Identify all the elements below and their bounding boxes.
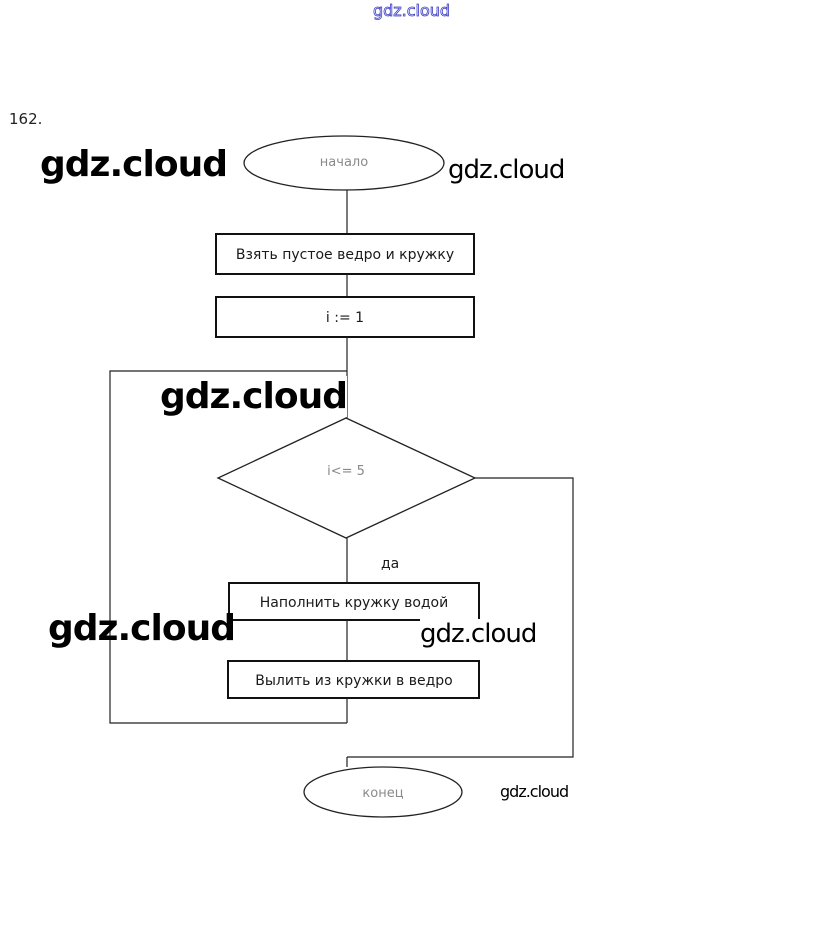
decision-diamond: [216, 417, 477, 539]
process-box: [215, 296, 475, 338]
watermark-top-right: gdz.cloud: [448, 155, 565, 185]
watermark-middle: gdz.cloud: [160, 376, 348, 417]
process-take-bucket: Взять пустое ведро и кружку: [215, 233, 475, 275]
process-pour-into-bucket: Вылить из кружки в ведро: [227, 660, 480, 699]
watermark-lower-left: gdz.cloud: [48, 608, 236, 649]
decision-label: i<= 5: [327, 464, 365, 479]
start-terminator: начало: [243, 135, 445, 191]
watermark-top-left: gdz.cloud: [40, 144, 228, 185]
watermark-lower-right: gdz.cloud: [420, 619, 537, 649]
watermark-bottom-right: gdz.cloud: [500, 782, 569, 801]
loop-back-connector: [109, 370, 347, 724]
process-label: Взять пустое ведро и кружку: [236, 247, 454, 263]
end-terminator: конец: [303, 766, 463, 818]
yes-branch-label: да: [381, 556, 399, 572]
process-box: [228, 582, 480, 621]
start-ellipse: [243, 135, 445, 191]
end-label: конец: [362, 786, 403, 801]
start-label: начало: [320, 155, 368, 170]
decision-counter-check: i<= 5: [216, 417, 477, 539]
site-watermark-header: gdz.cloud: [372, 1, 451, 21]
process-label: Вылить из кружки в ведро: [255, 673, 453, 689]
exit-connector: [347, 477, 574, 758]
process-fill-mug: Наполнить кружку водой: [228, 582, 480, 621]
task-number: 162.: [9, 110, 43, 128]
process-init-counter: i := 1: [215, 296, 475, 338]
process-box: [227, 660, 480, 699]
process-label: i := 1: [326, 310, 364, 326]
process-label: Наполнить кружку водой: [260, 595, 448, 611]
end-ellipse: [303, 766, 463, 818]
process-box: [215, 233, 475, 275]
